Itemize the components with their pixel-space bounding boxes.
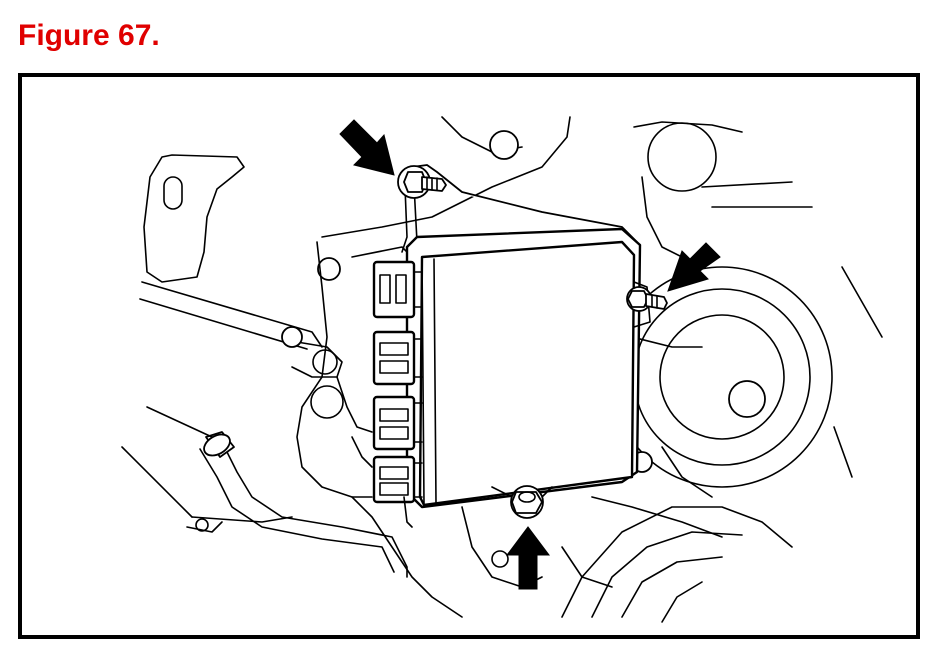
arrow-down-left-icon: [667, 242, 721, 292]
engine-module-illustration: [121, 116, 883, 623]
connector-3: [372, 395, 423, 451]
connector-4: [372, 455, 423, 504]
arrow-up-icon: [506, 526, 550, 590]
bolt-top: [397, 165, 447, 199]
connector-1: [372, 260, 423, 319]
arrow-down-right-icon: [339, 119, 395, 176]
bolt-bottom: [510, 485, 544, 519]
illustration-frame: [18, 73, 920, 639]
control-module: [372, 164, 651, 528]
bolt-right: [626, 286, 668, 312]
connector-2: [372, 330, 423, 386]
figure-title: Figure 67.: [18, 19, 160, 52]
